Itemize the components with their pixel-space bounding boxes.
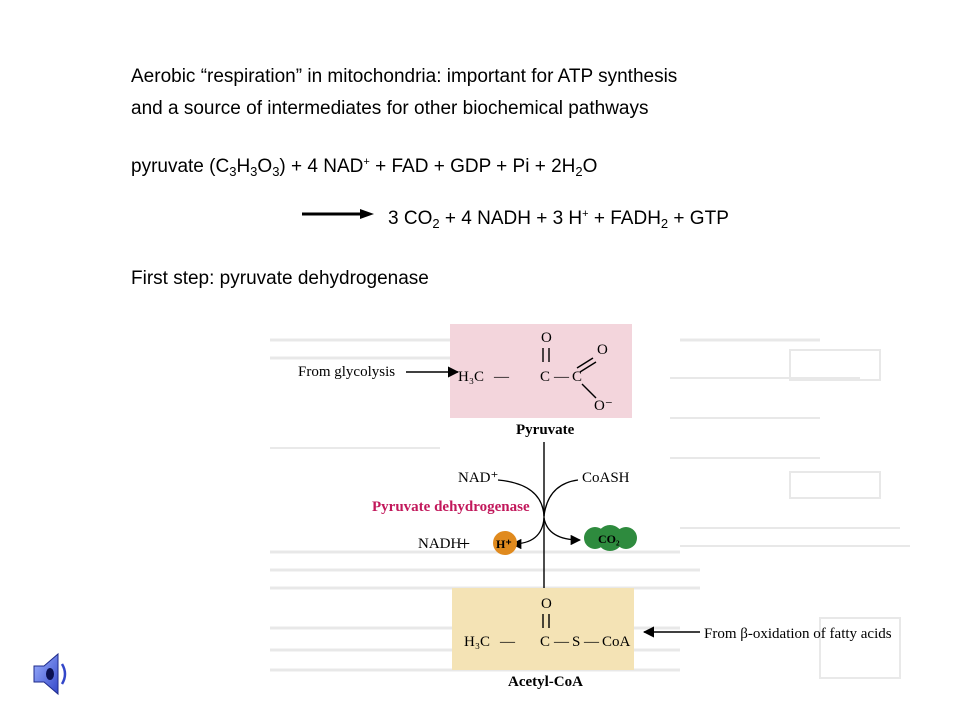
eq-part: + GTP: [668, 208, 729, 229]
s-label: S: [572, 634, 580, 650]
from-beta-oxidation-label: From β-oxidation of fatty acids: [704, 626, 892, 642]
pyruvate-structure: O O H₃C — C — C O⁻: [458, 330, 613, 414]
enzyme-label: Pyruvate dehydrogenase: [372, 499, 530, 515]
first-step-line: First step: pyruvate dehydrogenase: [131, 268, 429, 289]
c-label: C: [572, 369, 582, 385]
eq-part: H: [236, 156, 251, 177]
plus-sign: +: [459, 533, 470, 555]
o-label: O: [541, 330, 552, 346]
eq-part: + FAD + GDP + Pi + 2H: [369, 156, 576, 177]
acetyl-coa-label: Acetyl-CoA: [508, 674, 583, 690]
c-label: C: [540, 369, 550, 385]
h-plus-label: H⁺: [496, 537, 512, 551]
coash-curve: [543, 479, 579, 517]
nadh-label: NADH: [418, 536, 461, 552]
pyruvate-structure-box: [450, 324, 632, 418]
o-label: O: [541, 596, 552, 612]
eq-sup: +: [363, 156, 370, 168]
h3c-label: H₃C: [464, 634, 490, 650]
coash-label: CoASH: [582, 470, 630, 486]
equation-reactants: pyruvate (C3H3O3) + 4 NAD+ + FAD + GDP +…: [131, 156, 597, 178]
nad-plus-label: NAD⁺: [458, 470, 498, 486]
eq-sub: 3: [229, 164, 237, 179]
acetyl-coa-structure-box: [452, 588, 634, 670]
nad-curve: [497, 479, 545, 517]
h-plus-circle: [493, 531, 517, 555]
dash: —: [493, 369, 510, 385]
acetyl-coa-structure: O H₃C — C — S — CoA: [464, 596, 631, 650]
dash: —: [553, 634, 570, 650]
pyruvate-label: Pyruvate: [516, 422, 575, 438]
title-line-1: Aerobic “respiration” in mitochondria: i…: [131, 66, 678, 87]
h3c-label: H₃C: [458, 369, 484, 385]
eq-part: + FADH: [588, 208, 661, 229]
pyruvate-dehydrogenase-diagram: O O H₃C — C — C O⁻ From glycolysis Pyruv…: [270, 324, 910, 690]
eq-sub: 3: [272, 164, 280, 179]
eq-part: + 4 NADH + 3 H: [439, 208, 583, 229]
eq-sub: 2: [660, 216, 669, 231]
eq-sup: +: [582, 208, 589, 220]
coa-label: CoA: [602, 634, 631, 650]
eq-part: ) + 4 NAD: [279, 156, 364, 177]
o-minus-label: O⁻: [594, 398, 613, 414]
co2-label: CO₂: [598, 532, 620, 546]
dash: —: [553, 369, 570, 385]
c-label: C: [540, 634, 550, 650]
speaker-icon[interactable]: [30, 650, 74, 698]
eq-part: 3 CO: [388, 208, 433, 229]
nadh-curve: [510, 517, 545, 550]
eq-sub: 3: [250, 164, 258, 179]
eq-part: pyruvate (C: [131, 156, 230, 177]
co2-curve: [543, 517, 582, 546]
title-line-2: and a source of intermediates for other …: [131, 98, 649, 119]
eq-sub: 2: [575, 164, 583, 179]
from-glycolysis-label: From glycolysis: [298, 364, 395, 380]
co2-molecule: CO₂: [584, 525, 637, 551]
eq-sub: 2: [432, 216, 440, 231]
equation-products: 3 CO2 + 4 NADH + 3 H+ + FADH2 + GTP: [388, 208, 729, 230]
eq-part: O: [257, 156, 273, 177]
o-label: O: [597, 342, 608, 358]
reaction-arrow: [302, 209, 374, 219]
dash: —: [499, 634, 516, 650]
eq-part: O: [582, 156, 598, 177]
dash: —: [583, 634, 600, 650]
